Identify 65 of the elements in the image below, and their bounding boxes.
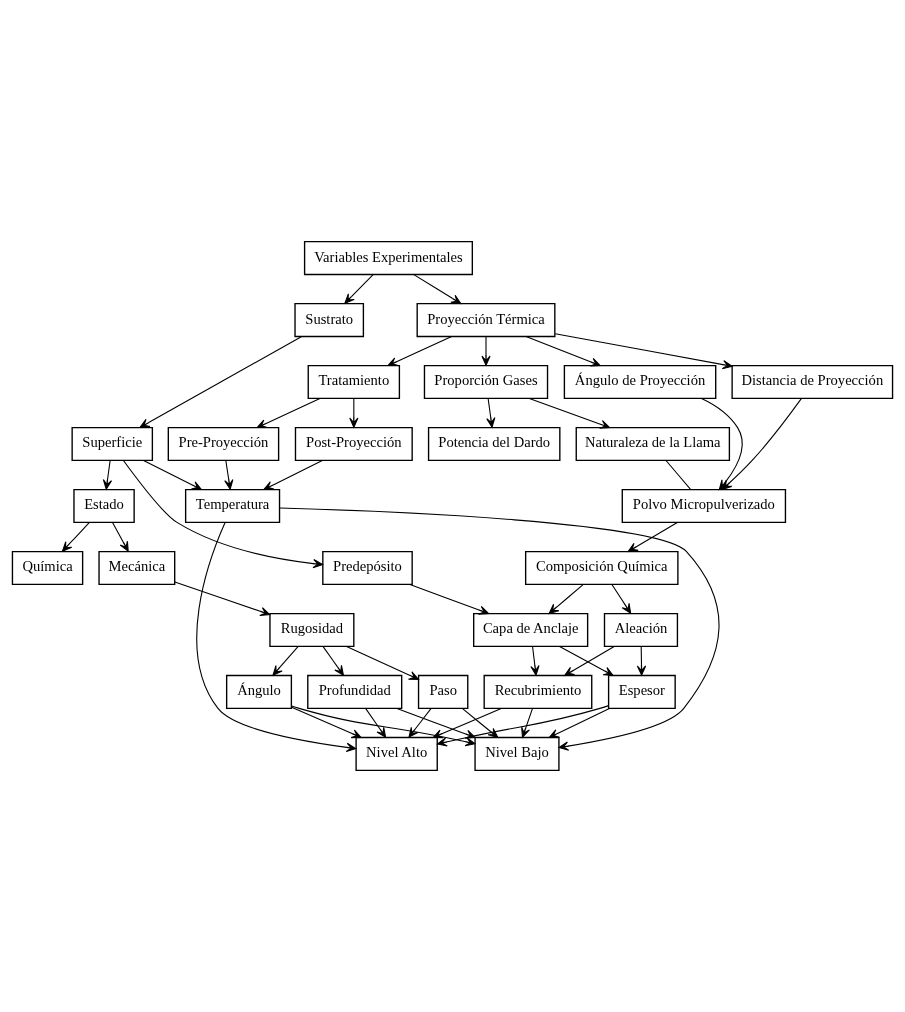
arrow — [279, 507, 720, 751]
connector — [665, 460, 691, 490]
arrow — [409, 584, 489, 615]
arrow — [346, 645, 419, 680]
node-box: Aleación — [603, 612, 679, 648]
arrow — [196, 522, 357, 753]
node-box: Paso — [417, 674, 469, 710]
arrow — [636, 646, 647, 676]
node-box: Predepósito — [322, 550, 413, 586]
node-box: Profundidad — [307, 674, 403, 710]
arrow — [627, 522, 678, 553]
arrow — [365, 708, 387, 738]
node-box: Ángulo — [225, 674, 293, 710]
node-box: Espesor — [607, 674, 676, 710]
arrow — [413, 274, 462, 305]
node-box: Tratamiento — [307, 364, 401, 400]
arrow — [174, 581, 271, 616]
arrow — [322, 646, 344, 676]
node-box: Sustrato — [294, 302, 365, 338]
arrow — [139, 336, 302, 428]
arrow — [525, 336, 601, 367]
node-box: Rugosidad — [269, 612, 355, 648]
arrow — [344, 274, 374, 304]
node-box: Pre-Proyección — [167, 426, 280, 462]
node-box: Nivel Bajo — [474, 736, 560, 772]
arrow — [528, 398, 611, 429]
arrow — [548, 707, 610, 738]
arrow — [481, 336, 491, 366]
arrow — [486, 398, 496, 428]
arrow — [291, 706, 362, 739]
node-box: Post-Proyección — [294, 426, 413, 462]
arrow — [256, 398, 321, 429]
arrow — [349, 398, 359, 428]
node-box: Proporción Gases — [423, 364, 549, 400]
node-box: Variables Experimentales — [303, 240, 473, 276]
arrow — [530, 646, 540, 676]
node-box: Mecánica — [98, 550, 176, 586]
node-box: Recubrimiento — [483, 674, 593, 710]
arrow — [112, 522, 129, 552]
arrow — [521, 708, 533, 738]
node-box: Polvo Micropulverizado — [621, 488, 787, 524]
arrow — [263, 460, 323, 491]
arrow — [224, 460, 234, 490]
node-box: Distancia de Proyección — [731, 364, 894, 400]
arrow — [611, 584, 632, 614]
node-box: Química — [11, 550, 84, 586]
node-box: Superficie — [71, 426, 154, 462]
node-box: Ángulo de Proyección — [563, 364, 717, 400]
node-box: Composición Química — [524, 550, 679, 586]
arrow — [436, 705, 610, 747]
node-box: Estado — [73, 488, 135, 524]
node-box: Proyección Térmica — [416, 302, 556, 338]
node-box: Potencia del Dardo — [427, 426, 561, 462]
arrow — [122, 459, 323, 569]
arrow — [554, 333, 733, 370]
node-box: Naturaleza de la Llama — [575, 426, 731, 462]
node-box: Capa de Anclaje — [473, 612, 589, 648]
node-box: Temperatura — [184, 488, 281, 524]
arrow — [102, 460, 113, 490]
arrow — [272, 646, 299, 676]
arrow — [143, 460, 202, 491]
arrow — [548, 584, 584, 614]
node-box: Nivel Alto — [355, 736, 438, 772]
arrow — [387, 336, 453, 367]
arrow — [61, 522, 90, 552]
